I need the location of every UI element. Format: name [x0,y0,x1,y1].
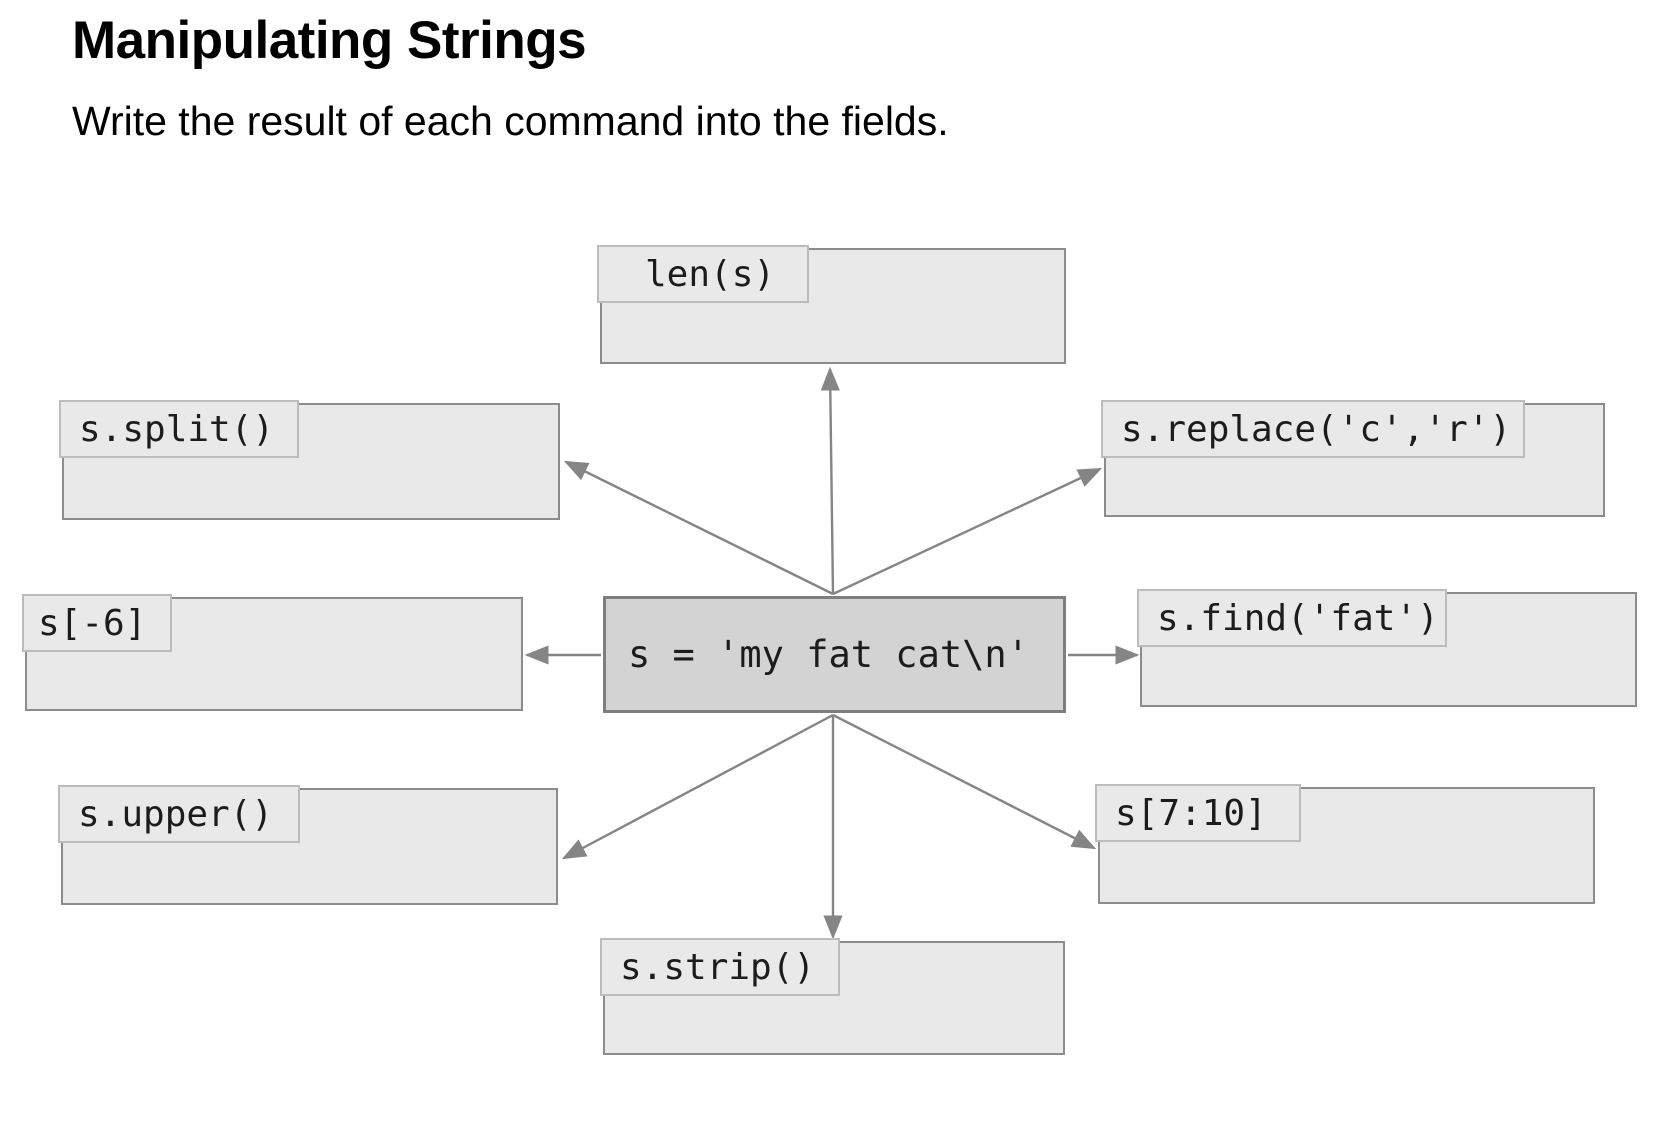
command-label-index-neg-6: s[-6] [22,594,172,652]
command-node-upper: s.upper() [58,785,558,905]
arrow-to-upper [561,713,834,860]
command-label-split: s.split() [59,400,299,458]
command-node-index-neg-6: s[-6] [22,594,523,711]
command-label-upper: s.upper() [58,785,300,843]
command-label-len: len(s) [597,245,809,303]
page-instructions: Write the result of each command into th… [72,98,949,144]
command-node-len: len(s) [597,245,1066,364]
command-node-find: s.find('fat') [1137,589,1637,707]
arrow-to-len [820,366,840,595]
command-label-strip: s.strip() [600,938,840,996]
page-title: Manipulating Strings [72,11,587,70]
command-node-slice-7-10: s[7:10] [1095,784,1595,904]
source-string-box: s = 'my fat cat\n' [603,596,1066,713]
arrow-to-replace [832,467,1103,596]
command-node-split: s.split() [59,400,560,520]
command-label-slice-7-10: s[7:10] [1095,784,1301,842]
command-label-find: s.find('fat') [1137,589,1447,647]
arrow-to-split [563,460,834,596]
source-string-code: s = 'my fat cat\n' [628,633,1029,676]
command-node-strip: s.strip() [600,938,1065,1055]
arrow-to-slice-7-10 [832,713,1097,850]
command-node-replace: s.replace('c','r') [1101,400,1605,517]
command-label-replace: s.replace('c','r') [1101,400,1525,458]
